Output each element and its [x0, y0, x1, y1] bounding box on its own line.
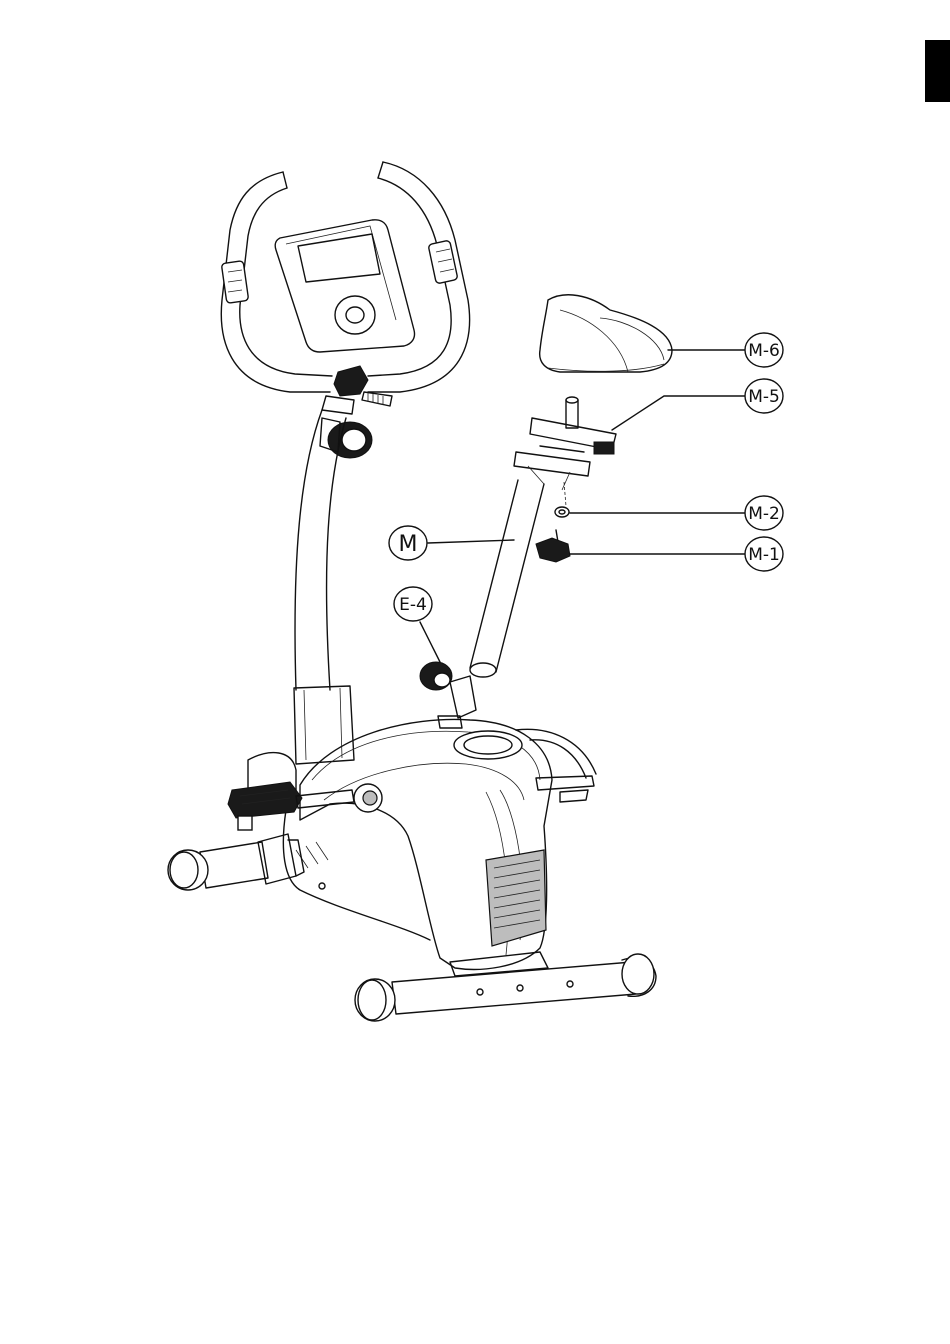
callout-m1-label: M-1 — [748, 545, 780, 565]
seat-slider-m5 — [530, 397, 616, 454]
callout-m2: M-2 — [745, 496, 783, 530]
callout-m5: M-5 — [745, 379, 783, 413]
frame-body — [283, 719, 596, 969]
handlebar-knob-assembly — [320, 366, 392, 458]
callout-m6: M-6 — [745, 333, 783, 367]
callout-m-label: M — [399, 532, 418, 557]
seat-post-m — [470, 446, 590, 677]
tension-knob-e4 — [420, 662, 476, 728]
callout-m6-label: M-6 — [748, 341, 780, 361]
handlebar — [221, 162, 469, 392]
pedal-crank — [228, 753, 382, 830]
console — [275, 220, 414, 352]
leader-lines — [420, 350, 746, 662]
front-upright-tube — [294, 410, 354, 764]
callout-m2-label: M-2 — [748, 504, 780, 524]
seat-m6 — [540, 295, 672, 372]
callout-m5-label: M-5 — [748, 387, 780, 407]
callout-e4-label: E-4 — [399, 595, 427, 615]
rear-stabilizer — [355, 952, 656, 1021]
washer-m2 — [555, 507, 569, 517]
callout-m1: M-1 — [745, 537, 783, 571]
callout-m: M — [389, 526, 427, 560]
callout-e4: E-4 — [394, 587, 432, 621]
seat-knob-m1 — [536, 530, 570, 562]
